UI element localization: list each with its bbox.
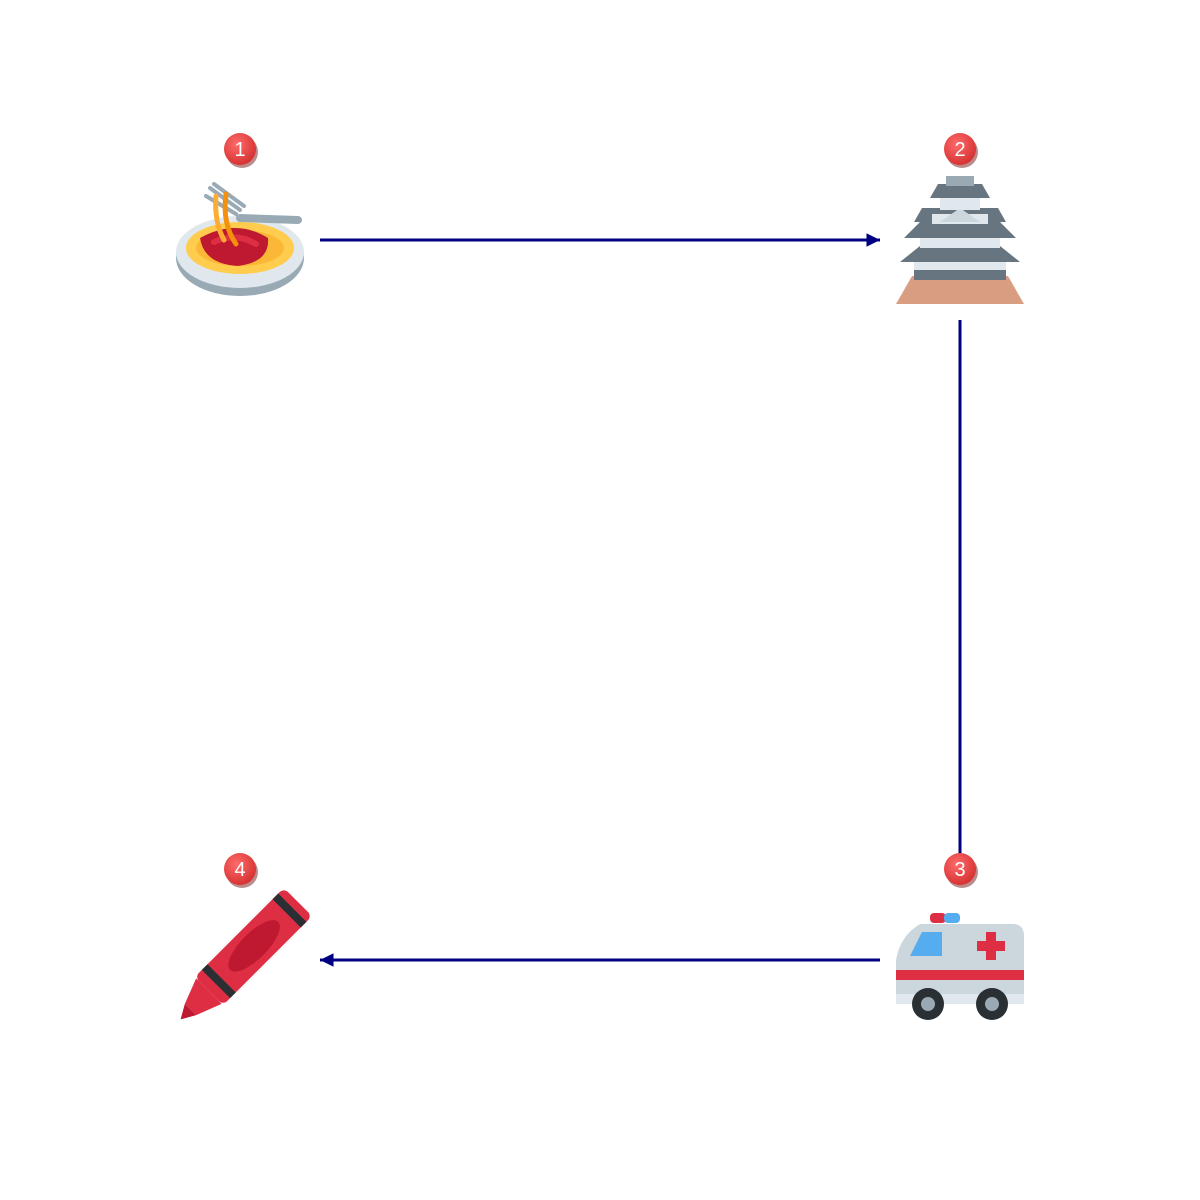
node-4: 4 [180, 853, 310, 1020]
node-badge: 2 [944, 133, 978, 168]
badge-number: 3 [954, 859, 965, 881]
badge-number: 2 [954, 139, 965, 161]
crayon-icon [180, 890, 310, 1020]
badge-number: 4 [234, 859, 245, 881]
node-2: 2 [896, 133, 1024, 304]
node-badge: 1 [224, 133, 258, 168]
node-badge: 4 [224, 853, 258, 888]
japanese-castle-icon [896, 176, 1024, 304]
badge-number: 1 [234, 139, 245, 161]
node-3: 3 [896, 853, 1024, 1020]
ambulance-icon [896, 913, 1024, 1020]
node-badge: 3 [944, 853, 978, 888]
spaghetti-icon [176, 182, 304, 296]
node-1: 1 [176, 133, 304, 296]
